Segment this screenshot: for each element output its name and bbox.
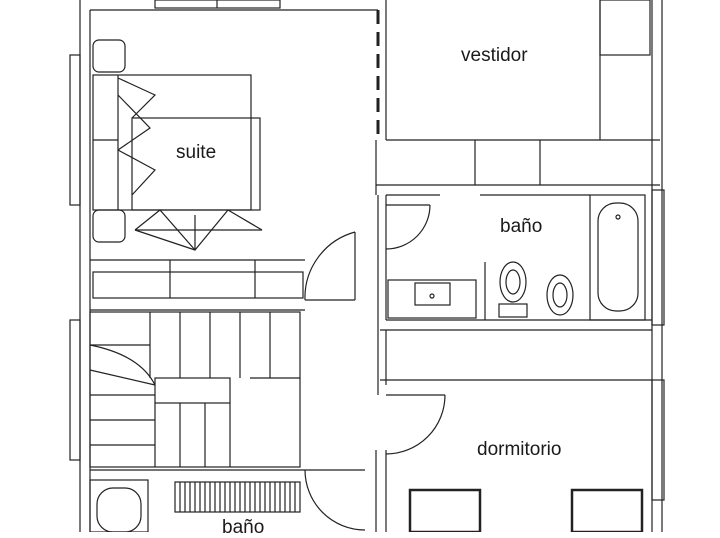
nightstand-top [92, 39, 126, 73]
bed-right [570, 488, 644, 532]
bathtub-lower [89, 479, 149, 532]
outer-wall-right [651, 0, 665, 532]
bathroom-upper-walls [377, 194, 652, 331]
radiator [174, 481, 301, 513]
bidet [546, 274, 574, 316]
nightstand-bottom [92, 209, 126, 243]
room-label-bano-upper: baño [500, 216, 543, 237]
room-label-bano-lower: baño [222, 517, 265, 538]
top-wall [90, 0, 378, 11]
sink [387, 279, 477, 319]
corridor-door-lower [304, 469, 366, 531]
dormitorio-door [385, 394, 446, 455]
suite-closet [90, 259, 305, 311]
room-label-dormitorio: dormitorio [477, 439, 562, 460]
bed-foot [134, 209, 263, 251]
bed [92, 74, 261, 211]
bed-left [408, 488, 482, 532]
bathroom-door [385, 204, 431, 250]
room-label-vestidor: vestidor [461, 45, 528, 66]
vestidor-walls [375, 0, 660, 195]
dormitorio-walls [375, 330, 652, 532]
toilet [484, 261, 528, 320]
suite-door [304, 231, 356, 301]
staircase [89, 311, 301, 468]
outer-wall-left [69, 0, 91, 532]
room-label-suite: suite [176, 142, 217, 163]
bathtub-upper [589, 194, 646, 321]
